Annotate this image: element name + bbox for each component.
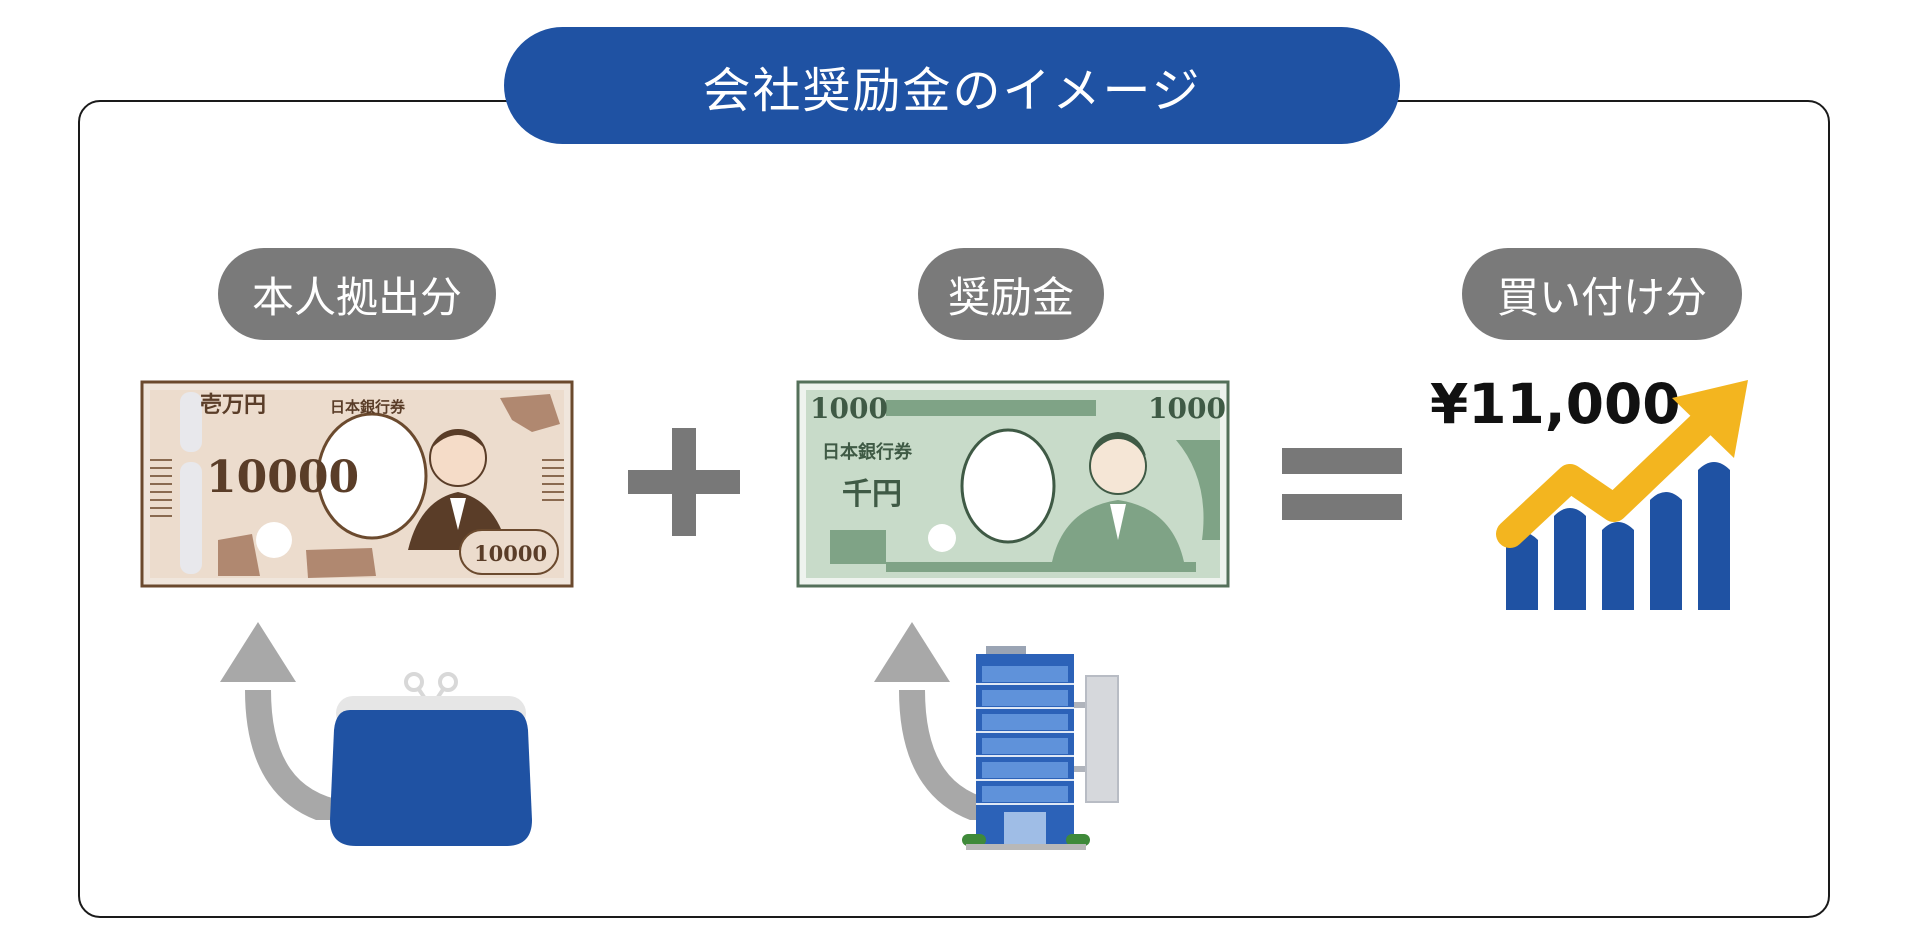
- bill-issuer: 日本銀行券: [330, 398, 406, 416]
- bill-issuer: 日本銀行券: [822, 441, 913, 463]
- curved-arrow-icon: [220, 622, 344, 820]
- ten-thousand-yen-bill: 壱万円 日本銀行券 10000 10000: [140, 380, 574, 588]
- title-banner: 会社奨励金のイメージ: [504, 27, 1400, 144]
- bill-denomination-kanji: 壱万円: [200, 393, 266, 418]
- equals-sign-bottom: [1282, 494, 1402, 520]
- bill-value: 10000: [206, 452, 359, 503]
- label-personal: 本人拠出分: [218, 248, 496, 340]
- label-purchase: 買い付け分: [1462, 248, 1742, 340]
- equals-sign-top: [1282, 448, 1402, 474]
- plus-sign-vertical: [672, 428, 696, 536]
- result-amount: ¥11,000: [1430, 372, 1681, 436]
- bill-value-right: 1000: [1148, 392, 1226, 425]
- coin-purse-icon: [330, 672, 532, 846]
- bill-denomination-kanji: 千円: [842, 477, 902, 512]
- office-building-icon: [962, 646, 1119, 850]
- rising-chart-icon: [1496, 380, 1748, 610]
- bill-value-left: 1000: [810, 392, 888, 425]
- bill-corner-value: 10000: [474, 541, 547, 566]
- label-incentive: 奨励金: [918, 248, 1104, 340]
- thousand-yen-bill: 1000 1000 日本銀行券 千円: [796, 380, 1230, 588]
